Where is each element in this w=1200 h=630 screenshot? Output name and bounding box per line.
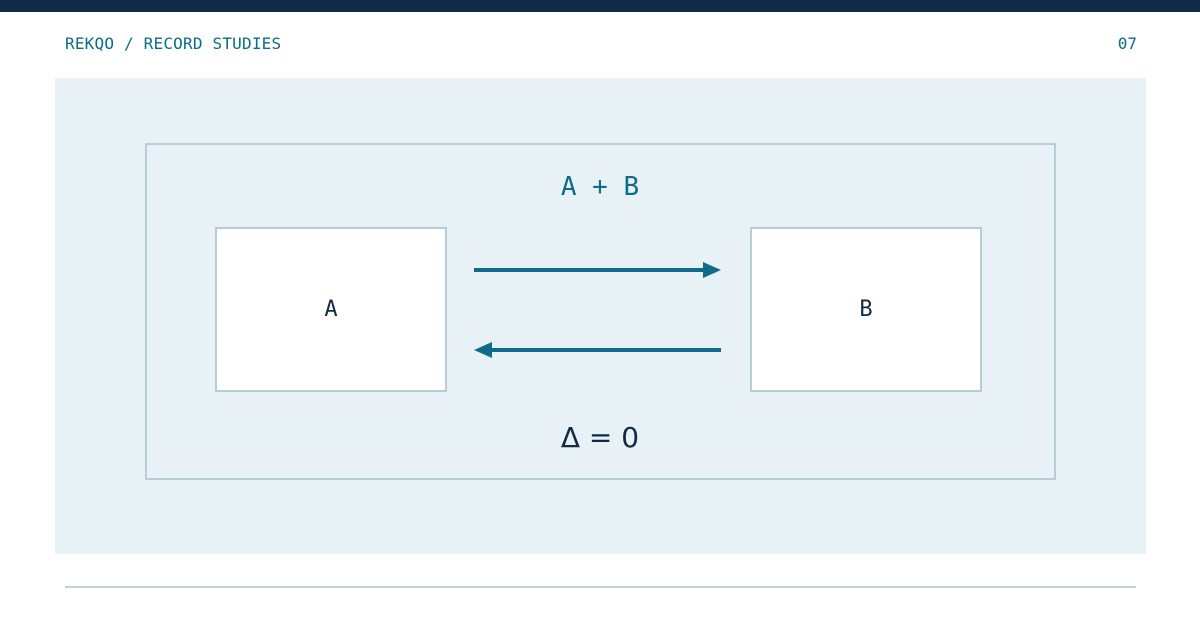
node-b-label: B — [859, 297, 873, 322]
brand-title: REKQO / RECORD STUDIES — [65, 34, 282, 53]
footer-divider — [65, 586, 1136, 588]
top-bar — [0, 0, 1200, 12]
node-a-label: A — [324, 297, 338, 322]
system-boundary — [145, 143, 1056, 480]
node-b: B — [750, 227, 982, 392]
combined-label: A + B — [560, 172, 640, 202]
node-a: A — [215, 227, 447, 392]
page-number: 07 — [1117, 34, 1137, 53]
invariant-label: Δ = 0 — [560, 421, 640, 454]
